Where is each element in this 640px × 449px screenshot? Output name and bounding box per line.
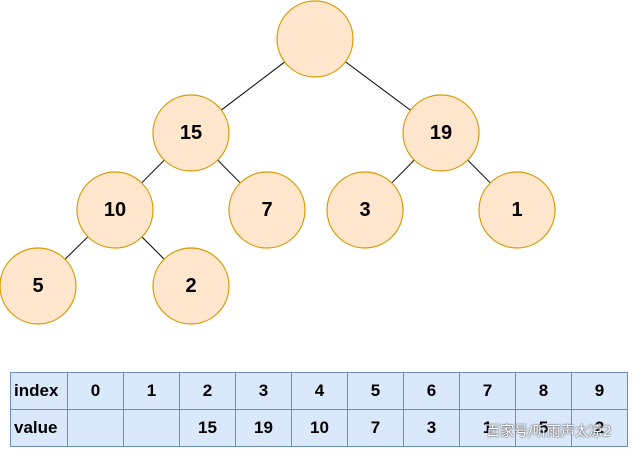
- index-cell: 9: [571, 372, 628, 410]
- tree-node-circle: [152, 247, 230, 325]
- tree-node-circle: [228, 171, 306, 249]
- heap-array-table: index 0 1 2 3 4 5 6 7 8 9 value 15 19 10…: [10, 372, 628, 447]
- value-cell: 2: [571, 409, 628, 447]
- index-cell: 7: [459, 372, 516, 410]
- tree-node: 2: [152, 247, 230, 325]
- tree-node-label: 15: [180, 122, 202, 144]
- value-row-header: value: [10, 409, 68, 447]
- tree-node-label: 10: [104, 199, 126, 221]
- value-cell: 15: [179, 409, 236, 447]
- tree-edge: [141, 236, 165, 260]
- index-row: index 0 1 2 3 4 5 6 7 8 9: [10, 372, 628, 410]
- tree-edges: [64, 61, 491, 260]
- index-cell: 6: [403, 372, 460, 410]
- index-row-header: index: [10, 372, 68, 410]
- value-cell: 3: [403, 409, 460, 447]
- tree-node-label: 3: [359, 199, 370, 221]
- index-cell: 0: [67, 372, 124, 410]
- index-cell: 4: [291, 372, 348, 410]
- value-cell: 10: [291, 409, 348, 447]
- tree-node-label: 5: [32, 275, 43, 297]
- tree-node-circle: [326, 171, 404, 249]
- tree-edge: [391, 159, 415, 184]
- tree-node: 19: [402, 94, 480, 172]
- value-cell: 5: [515, 409, 572, 447]
- index-cell: 5: [347, 372, 404, 410]
- tree-node: 5: [0, 247, 77, 325]
- tree-edge: [345, 61, 411, 111]
- tree-node: [276, 0, 354, 78]
- index-cell: 1: [123, 372, 180, 410]
- index-cell: 2: [179, 372, 236, 410]
- watermark-text: 百家号/听雨声太凉2: [486, 424, 612, 440]
- tree-node-circle: [478, 171, 556, 249]
- tree-node-label: 7: [261, 199, 272, 221]
- index-cell: 3: [235, 372, 292, 410]
- tree-node: 7: [228, 171, 306, 249]
- tree-edge: [217, 159, 241, 184]
- index-cell: 8: [515, 372, 572, 410]
- tree-node-label: 1: [511, 199, 522, 221]
- tree-edge: [64, 236, 89, 260]
- tree-edge: [141, 159, 165, 184]
- tree-node: 1: [478, 171, 556, 249]
- tree-node-circle: [402, 94, 480, 172]
- tree-node-circle: [152, 94, 230, 172]
- value-cell: 1: [459, 409, 516, 447]
- tree-node-circle: [0, 247, 77, 325]
- value-cell: 7: [347, 409, 404, 447]
- value-cell: [123, 409, 180, 447]
- tree-node: 3: [326, 171, 404, 249]
- tree-node-circle: [76, 171, 154, 249]
- tree-node: 10: [76, 171, 154, 249]
- tree-node-circle: [276, 0, 354, 78]
- value-row: value 15 19 10 7 3 1 5 2: [10, 409, 628, 447]
- tree-node-label: 2: [185, 275, 196, 297]
- value-cell: [67, 409, 124, 447]
- tree-edge: [467, 159, 491, 184]
- value-cell: 19: [235, 409, 292, 447]
- tree-node: 15: [152, 94, 230, 172]
- tree-node-label: 19: [430, 122, 452, 144]
- tree-edge: [220, 61, 286, 111]
